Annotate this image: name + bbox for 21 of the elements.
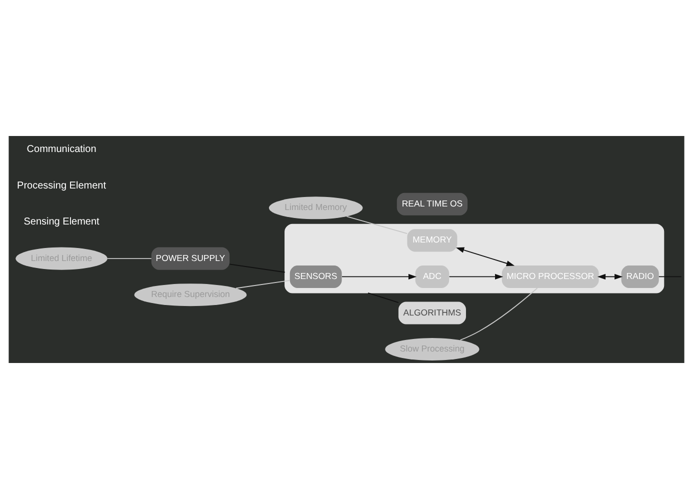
node-box: RADIO bbox=[621, 265, 659, 288]
node-box: ALGORITHMS bbox=[398, 302, 466, 324]
node-box: ADC bbox=[415, 265, 450, 288]
node-box: MEMORY bbox=[407, 229, 458, 252]
label: Sensing Element bbox=[24, 216, 100, 228]
node-box: SENSORS bbox=[290, 265, 342, 288]
arrow bbox=[456, 247, 515, 266]
connector bbox=[368, 292, 399, 303]
node-box: POWER SUPPLY bbox=[151, 247, 230, 270]
label: Communication bbox=[26, 144, 96, 156]
label: Processing Element bbox=[17, 180, 106, 192]
node-box: MICRO PROCESSOR bbox=[502, 265, 599, 288]
connector bbox=[460, 288, 538, 341]
arrow bbox=[597, 274, 623, 280]
connector bbox=[229, 264, 286, 273]
arrow bbox=[342, 274, 417, 280]
node-box: REAL TIME OS bbox=[396, 192, 468, 216]
connector bbox=[236, 280, 290, 289]
arrow bbox=[448, 274, 504, 280]
cluster bbox=[284, 224, 664, 294]
connector bbox=[107, 258, 152, 260]
